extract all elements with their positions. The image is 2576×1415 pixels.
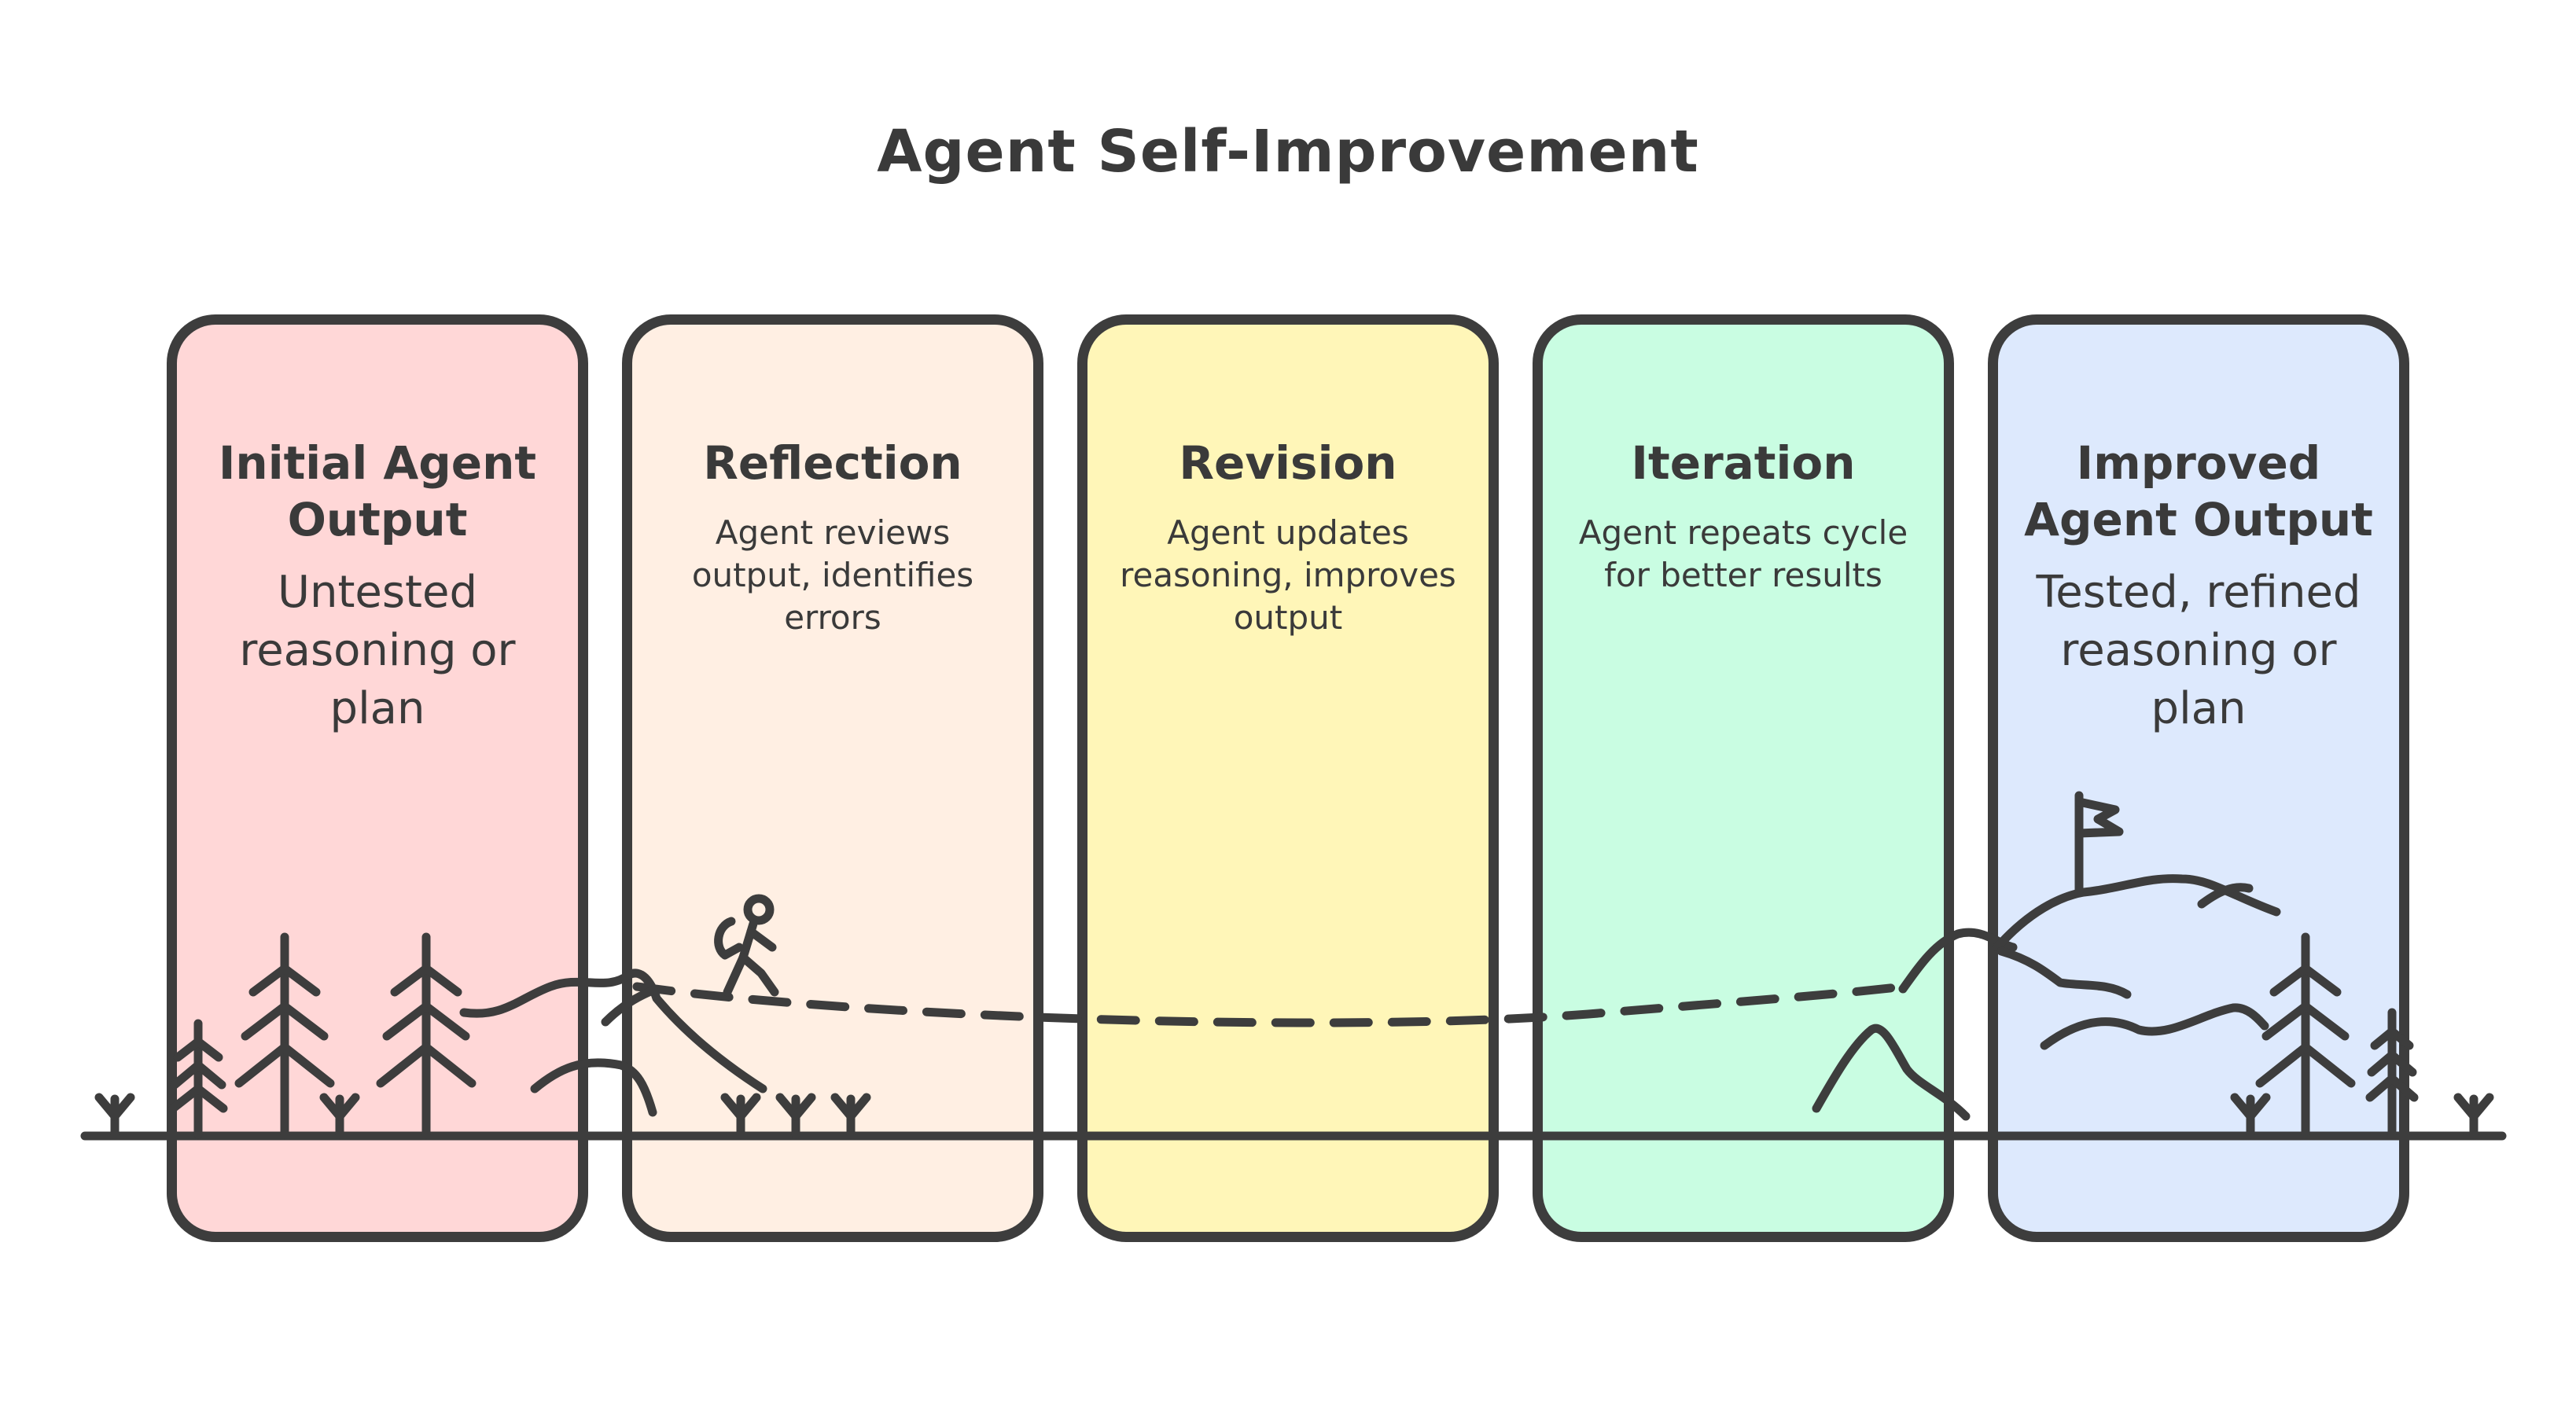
step-panel-reflection: Reflection Agent reviews output, identif…: [622, 314, 1043, 1242]
step-description: Agent repeats cycle for better results: [1578, 513, 1908, 594]
grass-tuft-icon: [2453, 1093, 2494, 1139]
step-text: Iteration Agent repeats cycle for better…: [1543, 435, 1944, 597]
step-text: Revision Agent updates reasoning, improv…: [1087, 435, 1489, 639]
step-text: Initial Agent Output Untested reasoning …: [177, 435, 578, 738]
step-heading: Iteration: [1631, 436, 1856, 490]
step-panel-iteration: Iteration Agent repeats cycle for better…: [1533, 314, 1954, 1242]
step-heading: Revision: [1179, 436, 1397, 490]
step-description: Untested reasoning or plan: [239, 567, 516, 734]
step-text: Reflection Agent reviews output, identif…: [632, 435, 1033, 639]
step-heading: Reflection: [703, 436, 962, 490]
step-panel-revision: Revision Agent updates reasoning, improv…: [1077, 314, 1499, 1242]
step-heading: Improved Agent Output: [2024, 436, 2373, 546]
step-panel-initial-output: Initial Agent Output Untested reasoning …: [167, 314, 588, 1242]
step-heading: Initial Agent Output: [218, 436, 537, 546]
step-text: Improved Agent Output Tested, refined re…: [1998, 435, 2399, 738]
step-description: Agent updates reasoning, improves output: [1120, 513, 1456, 637]
diagram-title: Agent Self-Improvement: [877, 118, 1699, 186]
step-description: Agent reviews output, identifies errors: [691, 513, 974, 637]
step-description: Tested, refined reasoning or plan: [2036, 567, 2361, 734]
step-panel-improved-output: Improved Agent Output Tested, refined re…: [1988, 314, 2409, 1242]
grass-tuft-icon: [94, 1093, 135, 1139]
